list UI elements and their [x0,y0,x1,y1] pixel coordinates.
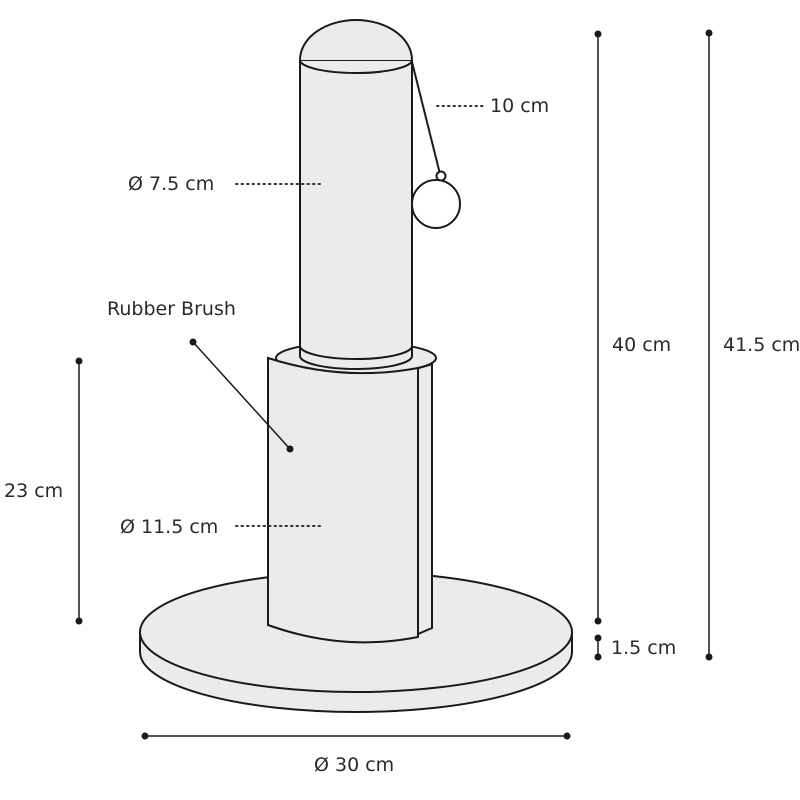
post-height-dimension [594,30,602,625]
ball-toy [411,61,461,229]
base-diameter-label: Ø 30 cm [314,754,394,776]
rubber-brush-label: Rubber Brush [107,298,236,320]
base-thickness-label: 1.5 cm [611,637,676,659]
post-height-label: 40 cm [612,334,671,356]
brush-height-label: 23 cm [4,480,63,502]
total-height-label: 41.5 cm [723,334,800,356]
base-diameter-dimension [141,732,571,740]
brush-diameter-label: Ø 11.5 cm [120,516,218,538]
rubber-brush-cylinder [267,341,437,644]
ball-cord-label: 10 cm [490,95,549,117]
total-height-dimension [705,29,713,661]
rubber-brush-pointer [189,338,294,453]
brush-height-dimension [75,357,83,625]
post-cylinder [299,19,413,370]
base-thickness-dimension [594,634,602,661]
post-diameter-label: Ø 7.5 cm [128,173,214,195]
